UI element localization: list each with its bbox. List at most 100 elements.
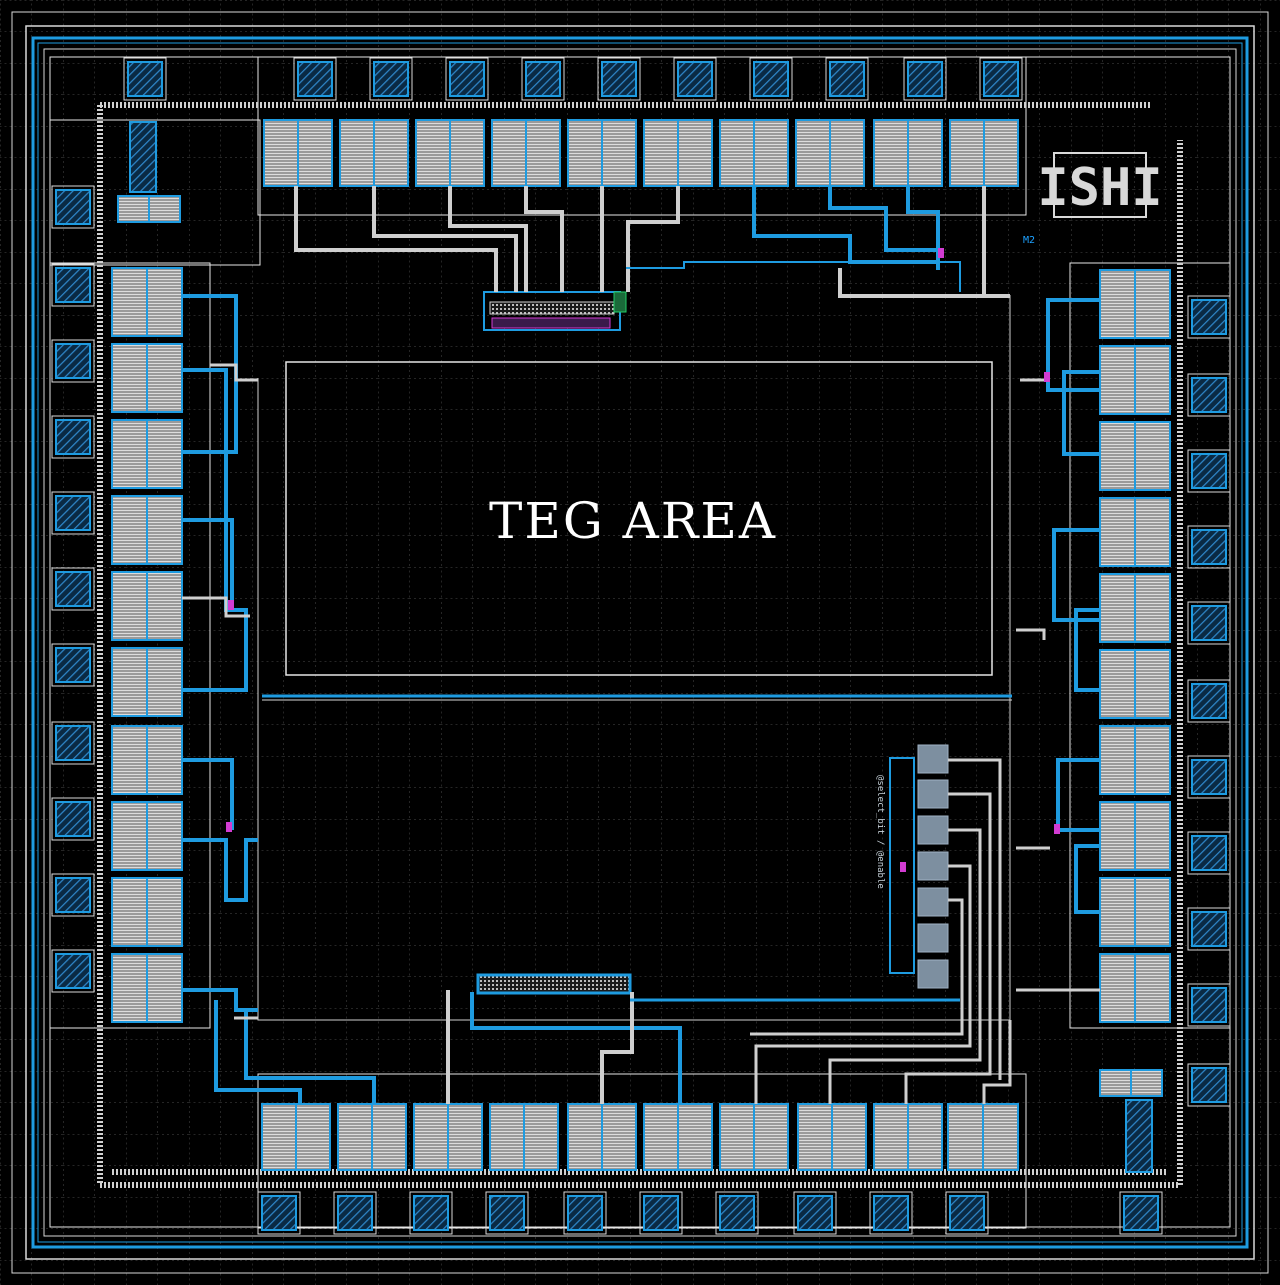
top-io-pad[interactable] — [597, 57, 641, 101]
right-io-cell[interactable] — [1099, 725, 1171, 795]
top-io-pad-outline — [369, 57, 413, 101]
bottom-io-cell[interactable] — [337, 1103, 407, 1171]
left-io-cell[interactable] — [111, 725, 183, 795]
top-io-cell[interactable] — [263, 119, 333, 187]
left-io-pad[interactable] — [51, 339, 95, 383]
left-io-cell[interactable] — [111, 419, 183, 489]
left-io-pad[interactable] — [51, 949, 95, 993]
bottom-io-cell[interactable] — [797, 1103, 867, 1171]
right-io-cell[interactable] — [1099, 953, 1171, 1023]
bottom-io-cell[interactable] — [643, 1103, 713, 1171]
bottom-io-pad[interactable] — [563, 1191, 607, 1235]
top-io-pad[interactable] — [749, 57, 793, 101]
top-io-pad[interactable] — [293, 57, 337, 101]
top-io-pad-outline — [903, 57, 947, 101]
right-io-cell[interactable] — [1099, 345, 1171, 415]
bottom-io-pad[interactable] — [793, 1191, 837, 1235]
logic-block[interactable] — [917, 923, 949, 953]
logic-block[interactable] — [917, 779, 949, 809]
left-io-pad[interactable] — [51, 185, 95, 229]
logic-block[interactable] — [917, 887, 949, 917]
top-io-pad[interactable] — [673, 57, 717, 101]
bottom-io-cell[interactable] — [719, 1103, 789, 1171]
top-io-pad[interactable] — [521, 57, 565, 101]
top-io-pad[interactable] — [903, 57, 947, 101]
right-io-cell[interactable] — [1099, 269, 1171, 339]
right-io-cell[interactable] — [1099, 801, 1171, 871]
bottom-decoder-bar[interactable] — [476, 973, 632, 995]
right-io-pad[interactable] — [1187, 601, 1231, 645]
bottom-io-pad[interactable] — [485, 1191, 529, 1235]
right-io-pad[interactable] — [1187, 295, 1231, 339]
top-decoder-block[interactable] — [483, 291, 627, 331]
top-io-cell[interactable] — [949, 119, 1019, 187]
top-io-pad[interactable] — [445, 57, 489, 101]
left-io-cell[interactable] — [111, 495, 183, 565]
top-io-cell[interactable] — [339, 119, 409, 187]
right-io-cell[interactable] — [1099, 649, 1171, 719]
left-io-cell[interactable] — [111, 571, 183, 641]
left-io-pad[interactable] — [51, 567, 95, 611]
bottom-io-pad[interactable] — [257, 1191, 301, 1235]
bottom-io-pad[interactable] — [869, 1191, 913, 1235]
teg-area-box[interactable] — [285, 361, 993, 676]
bottom-io-pad[interactable] — [333, 1191, 377, 1235]
logic-block[interactable] — [917, 744, 949, 774]
logic-block[interactable] — [917, 959, 949, 989]
left-io-pad[interactable] — [51, 797, 95, 841]
bottom-io-cell[interactable] — [567, 1103, 637, 1171]
left-io-cell[interactable] — [111, 877, 183, 947]
bottom-io-pad[interactable] — [409, 1191, 453, 1235]
right-io-pad[interactable] — [1187, 679, 1231, 723]
top-io-pad[interactable] — [979, 57, 1023, 101]
right-io-pad[interactable] — [1187, 983, 1231, 1027]
bottom-io-pad[interactable] — [945, 1191, 989, 1235]
left-io-pad[interactable] — [51, 415, 95, 459]
right-io-pad[interactable] — [1187, 1063, 1231, 1107]
top-io-cell[interactable] — [719, 119, 789, 187]
left-io-pad[interactable] — [51, 263, 95, 307]
right-io-cell[interactable] — [1099, 573, 1171, 643]
bottom-io-pad[interactable] — [715, 1191, 759, 1235]
top-io-pad[interactable] — [369, 57, 413, 101]
top-corner-cell[interactable] — [117, 195, 181, 223]
bottom-io-cell[interactable] — [413, 1103, 483, 1171]
right-io-pad[interactable] — [1187, 907, 1231, 951]
left-io-cell[interactable] — [111, 801, 183, 871]
right-io-cell[interactable] — [1099, 877, 1171, 947]
top-io-cell[interactable] — [415, 119, 485, 187]
top-io-cell[interactable] — [643, 119, 713, 187]
left-io-pad[interactable] — [51, 873, 95, 917]
right-io-pad[interactable] — [1187, 373, 1231, 417]
left-io-pad[interactable] — [51, 491, 95, 535]
top-io-cell[interactable] — [873, 119, 943, 187]
left-io-cell[interactable] — [111, 647, 183, 717]
right-io-pad[interactable] — [1187, 755, 1231, 799]
top-io-cell[interactable] — [567, 119, 637, 187]
bottom-io-cell[interactable] — [489, 1103, 559, 1171]
left-io-pad[interactable] — [51, 721, 95, 765]
bottom-io-pad[interactable] — [1119, 1191, 1163, 1235]
left-io-pad[interactable] — [51, 643, 95, 687]
bottom-io-cell[interactable] — [261, 1103, 331, 1171]
route-left — [214, 1000, 302, 1104]
bottom-corner-cell[interactable] — [1099, 1069, 1163, 1097]
top-io-pad[interactable] — [825, 57, 869, 101]
bottom-io-cell[interactable] — [873, 1103, 943, 1171]
top-io-pad[interactable] — [123, 57, 167, 101]
left-io-cell[interactable] — [111, 267, 183, 337]
top-io-cell[interactable] — [491, 119, 561, 187]
bottom-io-cell[interactable] — [947, 1103, 1019, 1171]
bottom-io-pad[interactable] — [639, 1191, 683, 1235]
logic-block[interactable] — [917, 851, 949, 881]
logic-block[interactable] — [917, 815, 949, 845]
right-io-pad[interactable] — [1187, 831, 1231, 875]
left-io-cell[interactable] — [111, 953, 183, 1023]
right-io-cell[interactable] — [1099, 421, 1171, 491]
left-io-cell[interactable] — [111, 343, 183, 413]
right-io-pad[interactable] — [1187, 525, 1231, 569]
right-io-pad[interactable] — [1187, 449, 1231, 493]
top-io-cell[interactable] — [795, 119, 865, 187]
right-io-cell[interactable] — [1099, 497, 1171, 567]
